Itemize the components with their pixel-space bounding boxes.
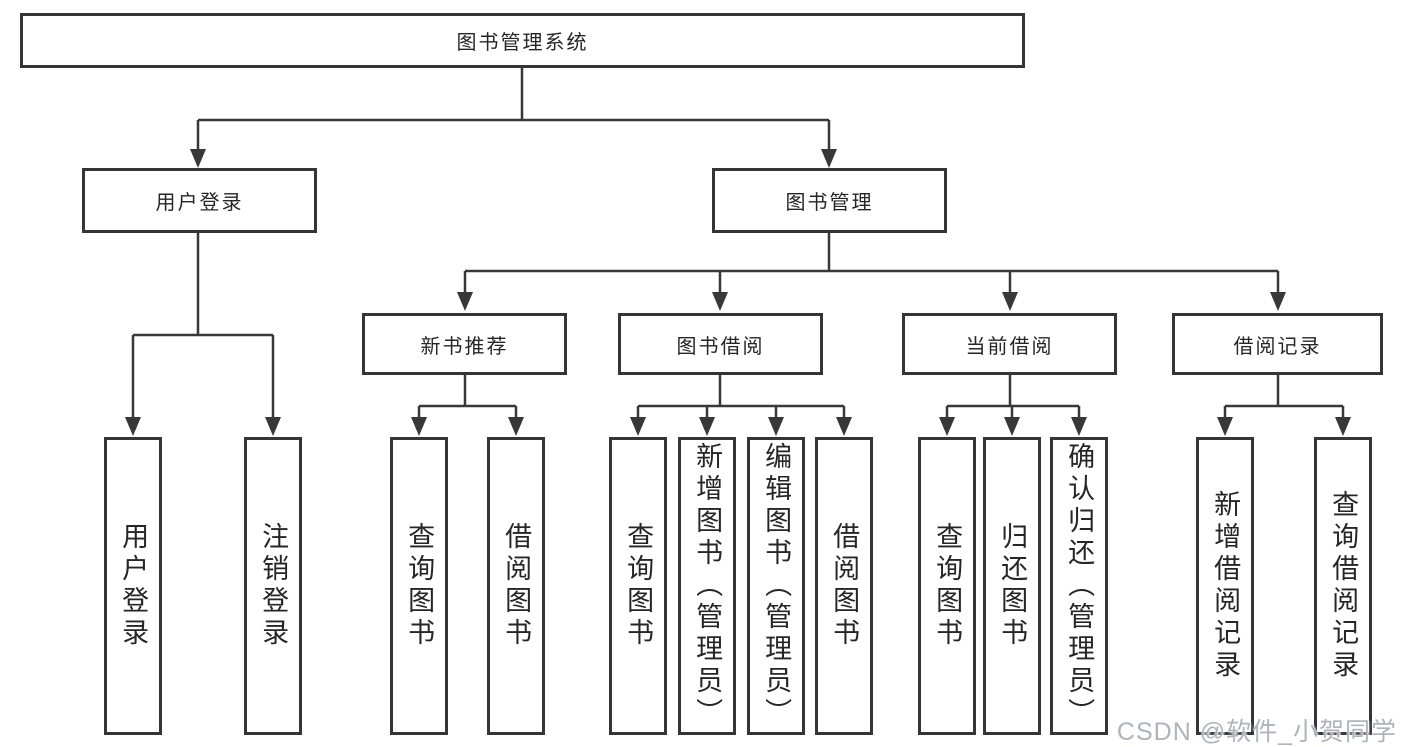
- node-leaf-recommend-query-books-label: 查询图书: [404, 522, 435, 650]
- node-leaf-borrowing-add-books-label: 新增图书（管理员）: [692, 442, 723, 730]
- node-leaf-logout-label: 注销登录: [258, 522, 289, 650]
- node-leaf-records-query-record: 查询借阅记录: [1314, 437, 1372, 735]
- node-leaf-borrowing-add-books: 新增图书（管理员）: [678, 437, 736, 735]
- csdn-watermark: CSDN @软件_小贺同学: [1116, 718, 1397, 746]
- node-new-book-recommend-label: 新书推荐: [420, 335, 509, 358]
- node-current-borrowing: 当前借阅: [902, 313, 1117, 375]
- node-leaf-records-add-record: 新增借阅记录: [1196, 437, 1254, 735]
- node-leaf-current-return-books: 归还图书: [983, 437, 1041, 735]
- node-book-management: 图书管理: [712, 168, 947, 233]
- arrowheads: [125, 149, 1351, 436]
- node-leaf-current-query-books-label: 查询图书: [932, 522, 963, 650]
- node-leaf-borrowing-edit-books: 编辑图书（管理员）: [747, 437, 805, 735]
- node-library-system-label: 图书管理系统: [456, 32, 589, 54]
- node-leaf-borrowing-borrow-books: 借阅图书: [815, 437, 873, 735]
- node-borrowing-records: 借阅记录: [1172, 313, 1383, 375]
- node-leaf-borrowing-edit-books-label: 编辑图书（管理员）: [761, 442, 792, 730]
- node-leaf-records-query-record-label: 查询借阅记录: [1328, 490, 1359, 682]
- node-leaf-current-confirm-return: 确认归还（管理员）: [1050, 437, 1108, 735]
- node-leaf-current-confirm-return-label: 确认归还（管理员）: [1064, 442, 1095, 730]
- node-book-borrowing: 图书借阅: [618, 313, 823, 375]
- node-leaf-recommend-borrow-books: 借阅图书: [487, 437, 545, 735]
- node-leaf-current-return-books-label: 归还图书: [997, 522, 1028, 650]
- node-current-borrowing-label: 当前借阅: [965, 335, 1054, 358]
- node-leaf-logout: 注销登录: [244, 437, 302, 735]
- node-book-borrowing-label: 图书借阅: [676, 335, 765, 358]
- node-leaf-user-login-label: 用户登录: [118, 522, 149, 650]
- node-user-login-branch-label: 用户登录: [155, 192, 244, 214]
- node-leaf-user-login: 用户登录: [104, 437, 162, 735]
- node-leaf-borrowing-query-books-label: 查询图书: [623, 522, 654, 650]
- node-leaf-borrowing-query-books: 查询图书: [609, 437, 667, 735]
- node-leaf-recommend-query-books: 查询图书: [390, 437, 448, 735]
- node-library-system: 图书管理系统: [20, 13, 1025, 68]
- node-book-management-label: 图书管理: [785, 192, 874, 214]
- node-borrowing-records-label: 借阅记录: [1233, 335, 1322, 358]
- node-leaf-borrowing-borrow-books-label: 借阅图书: [829, 522, 860, 650]
- node-leaf-records-add-record-label: 新增借阅记录: [1210, 490, 1241, 682]
- node-user-login-branch: 用户登录: [82, 168, 317, 233]
- node-leaf-recommend-borrow-books-label: 借阅图书: [501, 522, 532, 650]
- node-leaf-current-query-books: 查询图书: [918, 437, 976, 735]
- node-new-book-recommend: 新书推荐: [362, 313, 567, 375]
